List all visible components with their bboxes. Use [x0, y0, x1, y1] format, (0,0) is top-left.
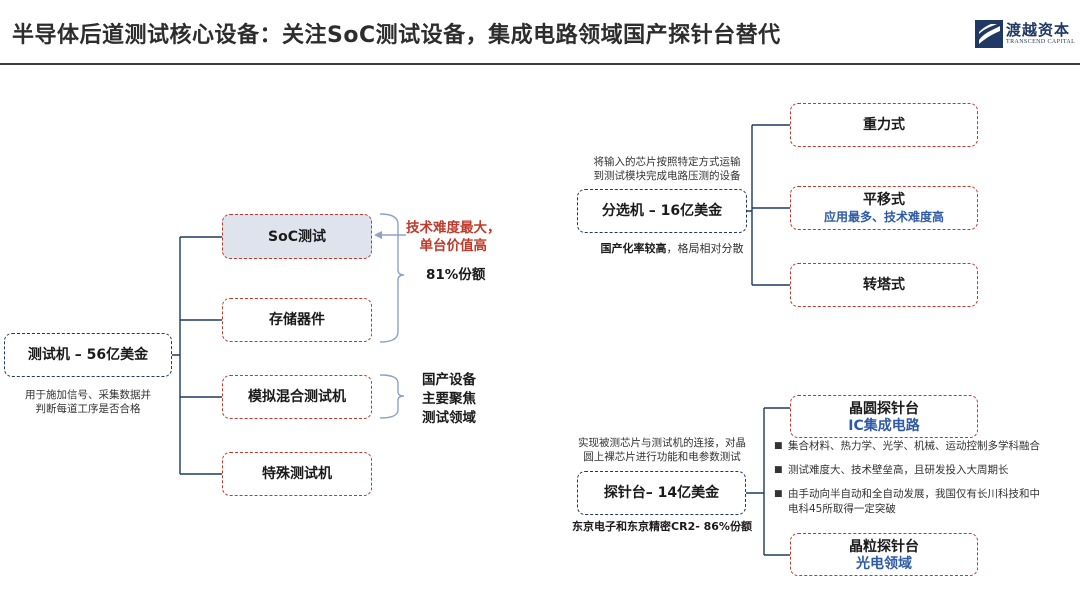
turret-handler-label: 转塔式	[863, 277, 905, 293]
bullet-text-2: 测试难度大、技术壁垒高，且研发投入大周期长	[788, 464, 1009, 476]
logo-name-cn: 渡越资本	[1006, 21, 1071, 39]
pick-place-handler-box: 平移式 应用最多、技术难度高	[790, 186, 978, 230]
share-brace	[379, 213, 405, 343]
domestic-focus-note: 国产设备 主要聚焦 测试领域	[422, 371, 476, 428]
die-prober-label: 晶粒探针台	[849, 538, 919, 555]
tester-desc: 用于施加信号、采集数据并 判断每道工序是否合格	[4, 388, 172, 416]
handler-root-label: 分选机 – 16亿美金	[601, 203, 723, 219]
soc-difficulty-note: 技术难度最大， 单台价值高	[406, 219, 501, 255]
handler-connector	[747, 124, 790, 286]
handler-desc-line-1: 将输入的芯片按照特定方式运输	[593, 156, 741, 168]
soc-test-label: SoC测试	[268, 228, 326, 245]
tester-desc-line-2: 判断每道工序是否合格	[35, 403, 141, 415]
handler-desc-line-2: 到测试模块完成电路压测的设备	[593, 170, 741, 182]
tester-connector	[172, 236, 222, 475]
list-item: ■测试难度大、技术壁垒高，且研发投入大周期长	[774, 464, 1009, 476]
logo: 渡越资本 TRANSCEND CAPITAL	[975, 18, 1075, 52]
logo-name-en: TRANSCEND CAPITAL	[1006, 39, 1076, 45]
page-title: 半导体后道测试核心设备：关注SoC测试设备，集成电路领域国产探针台替代	[12, 23, 781, 48]
bullet-text-3: 由手动向半自动和全自动发展，我国仅有长川科技和中电科45所取得一定突破	[788, 488, 1040, 515]
handler-desc: 将输入的芯片按照特定方式运输 到测试模块完成电路压测的设备	[572, 155, 762, 183]
domestic-line-1: 国产设备	[422, 372, 476, 388]
prober-desc-line-1: 实现被测芯片与测试机的连接，对晶	[578, 437, 746, 449]
pick-place-handler-label: 平移式	[863, 192, 905, 208]
memory-device-box: 存储器件	[222, 298, 372, 342]
prober-desc: 实现被测芯片与测试机的连接，对晶 圆上裸芯片进行功能和电参数测试	[562, 436, 762, 464]
special-tester-box: 特殊测试机	[222, 452, 372, 496]
list-item: ■集合材料、热力学、光学、机械、运动控制多学科融合	[774, 440, 1040, 452]
soc-note-line-1: 技术难度最大，	[406, 220, 501, 236]
soc-note-line-2: 单台价值高	[419, 238, 488, 254]
pick-place-handler-sub: 应用最多、技术难度高	[823, 210, 944, 224]
tester-root-label: 测试机 – 56亿美金	[27, 347, 149, 363]
prober-root-label: 探针台– 14亿美金	[603, 485, 720, 501]
die-prober-sub: 光电领域	[856, 555, 912, 572]
tester-root-box: 测试机 – 56亿美金	[4, 333, 172, 377]
domestic-line-3: 测试领域	[422, 410, 476, 426]
soc-arrow	[374, 231, 406, 239]
handler-note-bold: 国产化率较高	[600, 242, 667, 255]
handler-root-box: 分选机 – 16亿美金	[577, 189, 747, 233]
die-prober-box: 晶粒探针台 光电领域	[790, 533, 978, 576]
wafer-prober-sub: IC集成电路	[848, 417, 920, 434]
memory-device-label: 存储器件	[269, 312, 325, 328]
list-item: ■由手动向半自动和全自动发展，我国仅有长川科技和中电科45所取得一定突破	[774, 488, 1040, 515]
market-share-note: 81%份额	[426, 267, 486, 283]
wafer-prober-label: 晶圆探针台	[849, 400, 919, 417]
prober-note: 东京电子和东京精密CR2- 86%份额	[572, 520, 752, 533]
wafer-prober-box: 晶圆探针台 IC集成电路	[790, 395, 978, 438]
bullet-text-1: 集合材料、热力学、光学、机械、运动控制多学科融合	[788, 440, 1040, 452]
turret-handler-box: 转塔式	[790, 263, 978, 307]
prober-connector	[746, 407, 790, 556]
header: 半导体后道测试核心设备：关注SoC测试设备，集成电路领域国产探针台替代 渡越资本…	[0, 0, 1080, 65]
special-tester-label: 特殊测试机	[262, 466, 332, 482]
domestic-brace	[379, 374, 405, 419]
tester-desc-line-1: 用于施加信号、采集数据并	[25, 389, 151, 401]
soc-test-box: SoC测试	[222, 214, 372, 259]
analog-mixed-tester-box: 模拟混合测试机	[222, 375, 372, 419]
domestic-line-2: 主要聚焦	[422, 391, 476, 407]
analog-mixed-tester-label: 模拟混合测试机	[248, 389, 346, 405]
prober-root-box: 探针台– 14亿美金	[577, 471, 746, 515]
prober-bullets: ■集合材料、热力学、光学、机械、运动控制多学科融合 ■测试难度大、技术壁垒高，且…	[772, 439, 1042, 526]
handler-note-rest: ，格局相对分散	[666, 242, 744, 255]
gravity-handler-label: 重力式	[863, 117, 905, 133]
logo-icon	[975, 20, 1003, 48]
handler-note: 国产化率较高，格局相对分散	[577, 242, 767, 256]
header-divider	[0, 63, 1080, 65]
gravity-handler-box: 重力式	[790, 103, 978, 147]
prober-desc-line-2: 圆上裸芯片进行功能和电参数测试	[583, 451, 741, 463]
